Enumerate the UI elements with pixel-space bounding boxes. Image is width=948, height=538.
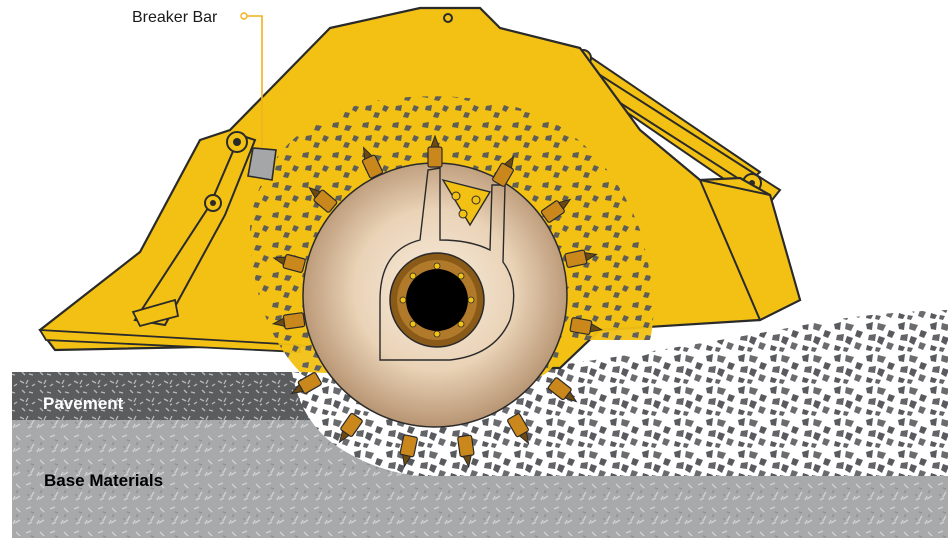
breaker-bar-icon: [248, 148, 276, 180]
base-materials-label: Base Materials: [44, 471, 163, 491]
breaker-bar-label: Breaker Bar: [132, 9, 217, 27]
rotor-drum-icon: [303, 163, 567, 427]
pavement-label: Pavement: [43, 394, 123, 414]
